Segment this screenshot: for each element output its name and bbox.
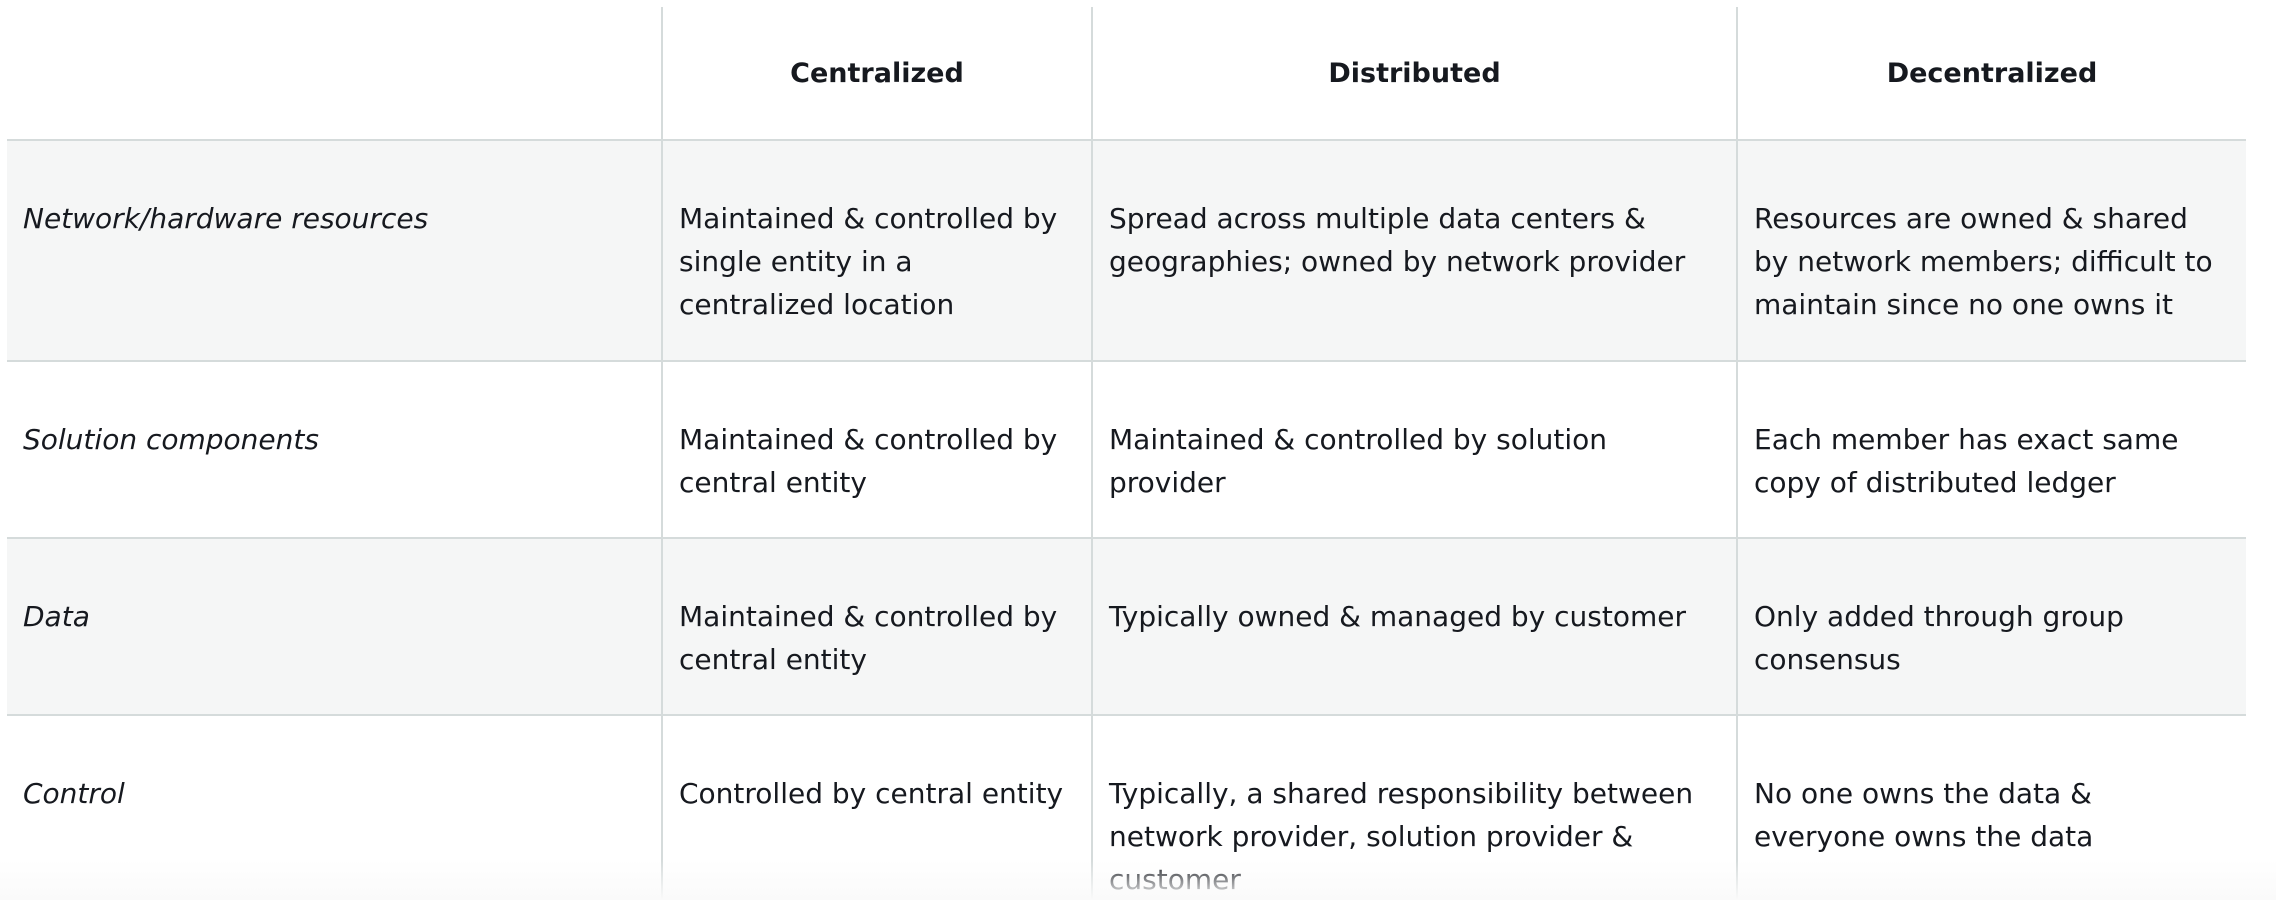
table-row: Control Controlled by central entity Typ… (7, 715, 2246, 900)
header-corner (7, 7, 662, 141)
table-header-row: Centralized Distributed Decentralized (7, 7, 2246, 141)
header-decentralized: Decentralized (1736, 7, 2246, 141)
comparison-table-container: Centralized Distributed Decentralized Ne… (7, 7, 2246, 900)
table-cell: Only added through group consensus (1736, 538, 2246, 716)
row-label: Network/hardware resources (7, 140, 662, 362)
header-distributed: Distributed (1091, 7, 1737, 141)
table-row: Network/hardware resources Maintained & … (7, 140, 2246, 362)
table-cell: Each member has exact same copy of distr… (1736, 361, 2246, 539)
table-cell: No one owns the data & everyone owns the… (1736, 715, 2246, 900)
row-label: Data (7, 538, 662, 716)
row-label: Control (7, 715, 662, 900)
table-row: Solution components Maintained & control… (7, 361, 2246, 539)
table-cell: Spread across multiple data centers & ge… (1091, 140, 1737, 362)
table-cell: Maintained & controlled by single entity… (661, 140, 1092, 362)
table-cell: Maintained & controlled by central entit… (661, 538, 1092, 716)
table-cell: Controlled by central entity (661, 715, 1092, 900)
row-label: Solution components (7, 361, 662, 539)
table-cell: Maintained & controlled by central entit… (661, 361, 1092, 539)
table-row: Data Maintained & controlled by central … (7, 538, 2246, 716)
table-cell: Maintained & controlled by solution prov… (1091, 361, 1737, 539)
table-cell: Typically owned & managed by customer (1091, 538, 1737, 716)
table-cell: Typically, a shared responsibility betwe… (1091, 715, 1737, 900)
header-centralized: Centralized (661, 7, 1092, 141)
table-cell: Resources are owned & shared by network … (1736, 140, 2246, 362)
comparison-table: Centralized Distributed Decentralized Ne… (7, 7, 2246, 900)
